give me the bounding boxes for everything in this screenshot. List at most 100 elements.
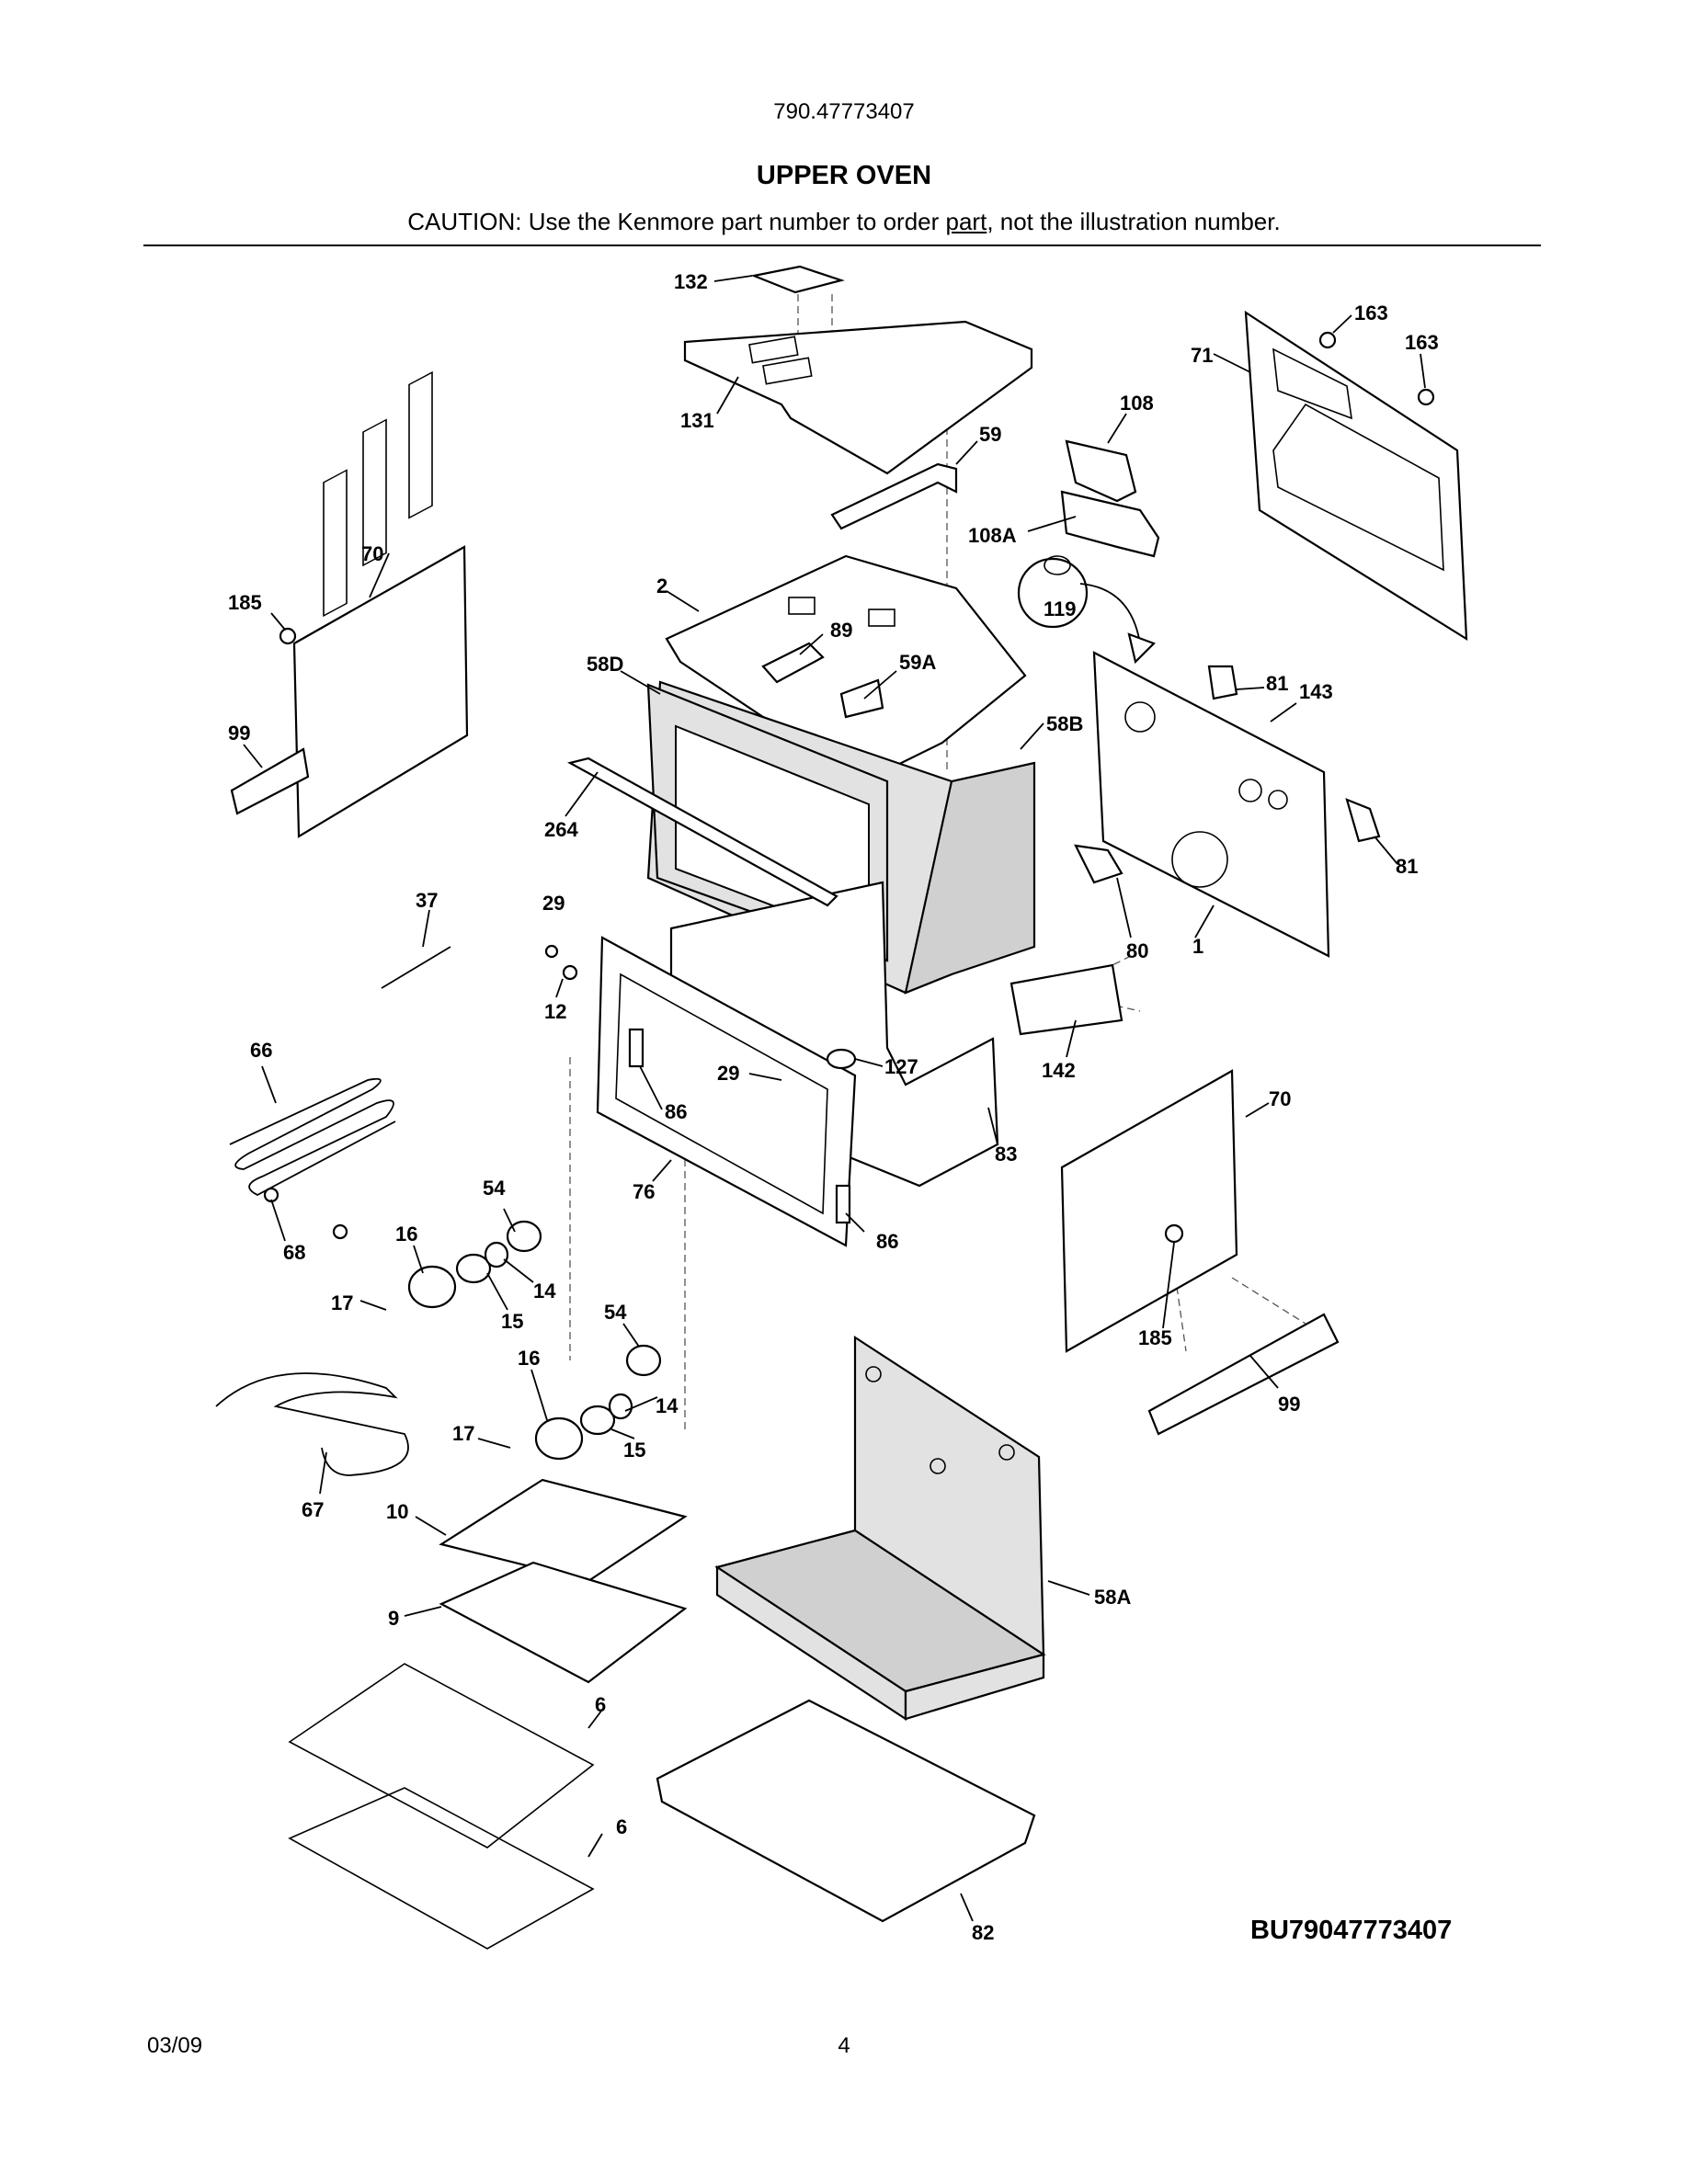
callout-16-lower: 16 <box>518 1347 540 1370</box>
callout-99-right: 99 <box>1278 1393 1300 1416</box>
footer-page-number: 4 <box>838 2033 850 2058</box>
callout-labels: 132 131 163 163 71 108 59 108A 119 70 18… <box>228 270 1439 1944</box>
part-70-side-panel-right <box>1060 1069 1238 1353</box>
part-132-cover <box>750 265 845 294</box>
part-99-rail-left <box>230 747 310 815</box>
part-108a-bracket <box>1060 490 1160 558</box>
callout-29-lower: 29 <box>717 1062 739 1085</box>
callout-131: 131 <box>680 409 714 432</box>
callout-81-upper: 81 <box>1266 672 1288 695</box>
part-12-socket <box>562 964 578 981</box>
part-86-hinge-right <box>835 1184 851 1224</box>
callout-14-lower: 14 <box>656 1394 679 1417</box>
part-66-bake-element <box>229 1077 396 1197</box>
callout-29-upper: 29 <box>542 892 565 915</box>
callout-9: 9 <box>388 1607 399 1630</box>
caution-note: CAUTION: Use the Kenmore part number to … <box>0 208 1688 236</box>
part-82-bottom-tray <box>656 1699 1036 1923</box>
callout-86-right: 86 <box>876 1230 898 1253</box>
callout-142: 142 <box>1042 1059 1076 1082</box>
part-142-duct <box>1009 963 1123 1036</box>
callout-163a: 163 <box>1354 301 1388 324</box>
callout-6-upper: 6 <box>595 1693 606 1716</box>
callout-58d: 58D <box>587 653 623 676</box>
callout-108: 108 <box>1120 392 1154 415</box>
part-86-hinge-left <box>628 1028 644 1068</box>
callout-14-upper: 14 <box>533 1280 556 1302</box>
part-6-rack-lower <box>288 1787 595 1950</box>
callout-12: 12 <box>544 1000 566 1023</box>
callout-59a: 59A <box>899 651 936 674</box>
footer-date: 03/09 <box>147 2033 203 2058</box>
callout-67: 67 <box>302 1498 324 1521</box>
part-68-clip <box>263 1187 348 1240</box>
drawing-code: BU79047773407 <box>1250 1916 1453 1945</box>
part-108-fan <box>1065 439 1137 503</box>
section-title: UPPER OVEN <box>756 161 932 190</box>
callout-54-upper: 54 <box>483 1177 506 1200</box>
part-80-bracket <box>1074 844 1123 884</box>
part-59a-bracket <box>839 678 884 719</box>
callout-17-lower: 17 <box>452 1422 474 1445</box>
caution-suffix: , not the illustration number. <box>987 208 1281 235</box>
part-76-door-frame <box>596 936 857 1247</box>
part-81-clip-lower <box>1345 798 1381 843</box>
callout-16-upper: 16 <box>395 1223 417 1246</box>
callout-15-upper: 15 <box>501 1310 523 1333</box>
callout-264: 264 <box>544 818 578 841</box>
callout-132: 132 <box>674 270 708 293</box>
callout-58b: 58B <box>1046 712 1083 735</box>
part-131-top-panel <box>683 320 1033 475</box>
part-10-broiler-grid <box>439 1478 688 1583</box>
callout-66: 66 <box>250 1039 272 1062</box>
callout-89: 89 <box>830 619 852 642</box>
callout-58a: 58A <box>1094 1586 1131 1609</box>
callout-127: 127 <box>884 1055 918 1078</box>
callout-163b: 163 <box>1405 331 1439 354</box>
callout-1: 1 <box>1192 935 1203 958</box>
callout-83: 83 <box>995 1143 1017 1166</box>
callout-6-lower: 6 <box>616 1815 627 1838</box>
callout-76: 76 <box>633 1180 655 1203</box>
part-81-clip-upper <box>1207 665 1238 700</box>
callout-119: 119 <box>1044 597 1077 620</box>
part-70-side-panel-left <box>279 370 469 838</box>
callout-37: 37 <box>416 889 438 912</box>
part-2-element-cover <box>665 554 1027 774</box>
callout-82: 82 <box>972 1921 994 1944</box>
part-58a-bottom-panel <box>714 1335 1046 1722</box>
callout-54-lower: 54 <box>604 1301 627 1324</box>
callout-86-left: 86 <box>665 1100 687 1123</box>
callout-99-left: 99 <box>228 722 250 745</box>
model-number: 790.47773407 <box>773 99 915 124</box>
callout-2: 2 <box>656 574 667 597</box>
callout-70-left: 70 <box>361 542 383 565</box>
part-127-thermostat <box>826 1048 857 1070</box>
callout-17-upper: 17 <box>331 1291 353 1314</box>
part-6-rack-upper <box>288 1663 595 1848</box>
part-89-bracket <box>761 642 825 684</box>
part-58b-back-panel <box>1092 651 1330 958</box>
callout-143: 143 <box>1299 680 1333 703</box>
part-59-strip <box>830 462 958 530</box>
part-264-rail <box>567 756 838 907</box>
callout-70-right: 70 <box>1269 1087 1291 1110</box>
leader-lines <box>243 275 1426 1922</box>
caution-underlined: part <box>945 208 987 235</box>
caution-prefix: CAUTION: Use the Kenmore part number to … <box>407 208 946 235</box>
callout-71: 71 <box>1191 344 1213 367</box>
part-light-assembly-upper <box>407 1220 542 1309</box>
callout-185-left: 185 <box>228 591 262 614</box>
part-37-sensor <box>381 946 451 989</box>
part-119-thermal <box>1017 555 1156 665</box>
callout-108a: 108A <box>968 524 1017 547</box>
callout-15-lower: 15 <box>623 1439 645 1462</box>
callout-10: 10 <box>386 1500 408 1523</box>
callout-59: 59 <box>979 423 1001 446</box>
part-9-broiler-pan <box>439 1561 688 1684</box>
callout-185-right: 185 <box>1138 1326 1172 1349</box>
callout-68: 68 <box>283 1241 305 1264</box>
callout-81-lower: 81 <box>1396 855 1418 878</box>
part-light-assembly-lower <box>534 1344 662 1461</box>
